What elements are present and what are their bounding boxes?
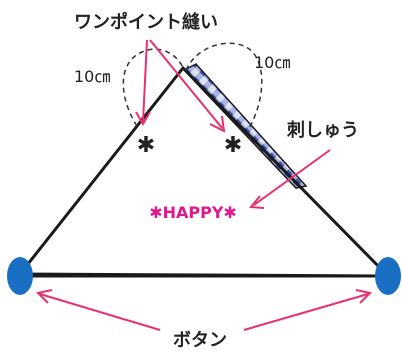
dashed-loop-left <box>122 48 185 127</box>
gingham-edge-strip <box>182 63 308 189</box>
embroidery-arrow <box>249 149 331 209</box>
happy-embroidery-text: ✱HAPPY✱ <box>149 203 237 222</box>
embroidery-label: 刺しゅう <box>287 120 359 141</box>
button-right <box>375 257 401 295</box>
button-left <box>7 257 33 295</box>
left-length-label: 10㎝ <box>74 67 110 86</box>
dashed-loop-right <box>185 42 263 131</box>
button-label: ボタン <box>173 330 227 351</box>
right-length-label: 10㎝ <box>254 53 290 72</box>
button-arrows <box>35 289 373 331</box>
stitch-marker-left: ✱ <box>137 133 155 158</box>
stitch-arrows <box>135 39 226 133</box>
stitch-marker-right: ✱ <box>224 133 242 158</box>
scarf-triangle <box>16 65 392 278</box>
one-point-stitch-label: ワンポイント縫い <box>74 11 218 33</box>
